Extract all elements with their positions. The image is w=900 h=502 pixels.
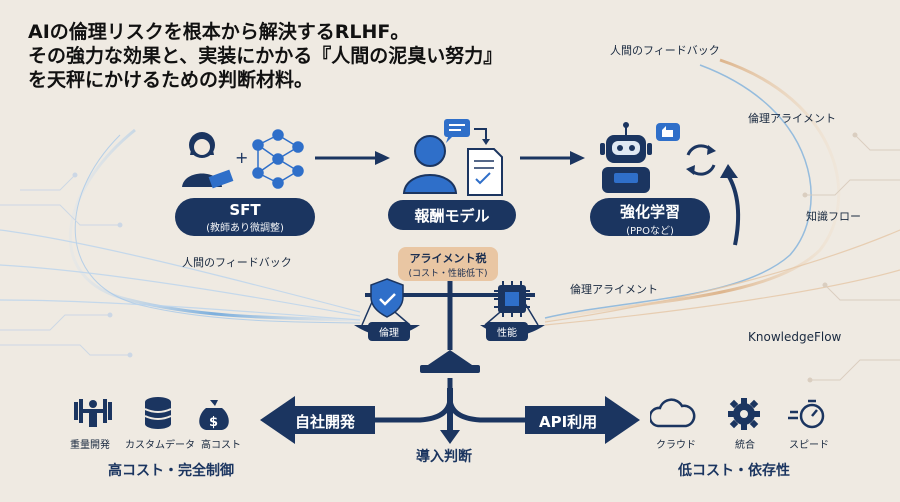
- left-icon-label-1: 重量開発: [70, 440, 110, 451]
- svg-text:$: $: [209, 415, 218, 430]
- label-knowledge-flow-jp: 知識フロー: [806, 210, 861, 223]
- rl-label: 強化学習: [619, 203, 680, 221]
- rl-sublabel: (PPOなど): [626, 226, 674, 237]
- sft-icons: +: [182, 129, 304, 189]
- api-usage-arrow: API利用: [539, 413, 598, 431]
- in-house-icons: $: [74, 397, 229, 430]
- database-icon: [144, 397, 172, 429]
- label-ethics-alignment-top: 倫理アライメント: [748, 112, 836, 125]
- in-house-arrow-shape: [260, 396, 375, 444]
- label-human-feedback-top: 人間のフィードバック: [610, 44, 720, 57]
- refresh-cycle-icon: [686, 144, 716, 176]
- neural-network-icon: [252, 129, 304, 189]
- api-arrow-shape: [525, 396, 640, 444]
- title-line-3: を天秤にかけるための判断材料。: [28, 69, 314, 91]
- money-bag-icon: $: [199, 400, 229, 430]
- stopwatch-icon: [788, 399, 825, 429]
- ethics-tag: 倫理: [368, 322, 410, 341]
- thumbs-up-icon: [656, 123, 680, 141]
- arrow-reward-to-rl-icon: [520, 151, 585, 165]
- rl-icons: [600, 122, 716, 193]
- cloud-icon: [650, 398, 696, 428]
- decision-fork-arrows: [260, 378, 640, 444]
- label-knowledge-flow-en: KnowledgeFlow: [748, 330, 842, 344]
- robot-icon: [600, 122, 652, 193]
- performance-tag: 性能: [486, 322, 528, 341]
- alignment-tax-sub: (コスト・性能低下): [408, 269, 488, 279]
- shield-check-icon: [370, 278, 404, 318]
- arrow-sft-to-reward-icon: [315, 151, 390, 165]
- left-icon-label-3: 高コスト: [201, 440, 241, 451]
- sft-label: SFT: [229, 201, 261, 219]
- reward-model-label: 報酬モデル: [414, 207, 490, 225]
- left-icon-label-2: カスタムデータ: [125, 440, 195, 451]
- in-house-arrow: 自社開発: [295, 413, 356, 431]
- label-human-feedback-left: 人間のフィードバック: [182, 256, 292, 269]
- gear-icon: [728, 398, 760, 430]
- right-icon-label-2: 統合: [735, 440, 755, 451]
- api-icons: [650, 398, 825, 430]
- chip-icon: [494, 281, 530, 317]
- title-line-2: その強力な効果と、実装にかかる『人間の泥臭い努力』: [28, 45, 503, 67]
- reward-model-pill: 報酬モデル: [388, 200, 516, 230]
- label-ethics-alignment-mid: 倫理アライメント: [570, 283, 658, 296]
- user-icon: [402, 135, 458, 194]
- sft-sublabel: (教師あり微調整): [206, 223, 284, 234]
- title-line-1: AIの倫理リスクを根本から解決するRLHF。: [28, 21, 410, 43]
- alignment-tax-badge: アライメント税 (コスト・性能低下): [398, 247, 498, 281]
- person-icon: [182, 132, 234, 189]
- checklist-document-icon: [467, 148, 503, 196]
- chat-bubble-icon: [444, 119, 470, 143]
- page-title: AIの倫理リスクを根本から解決するRLHF。 その強力な効果と、実装にかかる『人…: [28, 20, 502, 92]
- weightlifting-icon: [74, 399, 112, 427]
- svg-text:+: +: [235, 148, 248, 167]
- sft-stage-pill: SFT (教師あり微調整): [175, 198, 315, 236]
- reward-model-icons: [402, 119, 503, 196]
- right-icon-label-1: クラウド: [656, 440, 696, 451]
- api-summary: 低コスト・依存性: [678, 463, 790, 479]
- rl-stage-pill: 強化学習 (PPOなど): [590, 198, 710, 237]
- alignment-tax-title: アライメント税: [409, 252, 487, 265]
- in-house-summary: 高コスト・完全制御: [108, 463, 234, 479]
- decision-label: 導入判断: [416, 449, 472, 465]
- right-icon-label-3: スピード: [789, 440, 829, 451]
